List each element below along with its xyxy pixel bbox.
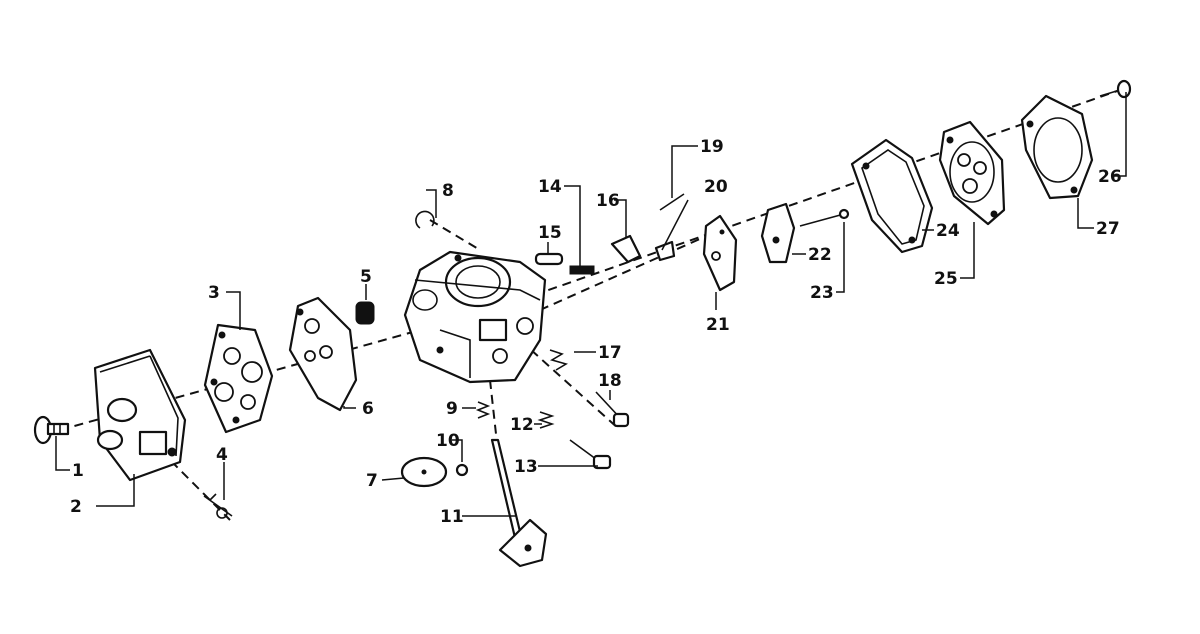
callout-17: 17	[598, 343, 622, 363]
part-9-spring	[475, 401, 491, 419]
callout-19: 19	[700, 137, 724, 157]
callout-12: 12	[510, 415, 534, 435]
callout-24: 24	[936, 221, 960, 241]
part-26-screw	[1099, 79, 1132, 99]
part-17-spring	[549, 349, 568, 371]
callout-2: 2	[70, 497, 82, 517]
callout-23: 23	[810, 283, 834, 303]
part-10-screw	[455, 463, 469, 477]
callout-1: 1	[72, 461, 84, 481]
part-5-screen	[355, 301, 375, 325]
part-23-shaft	[799, 208, 850, 227]
part-15-pin	[534, 252, 564, 266]
part-19-pin	[659, 193, 685, 211]
carburetor-body	[403, 250, 547, 384]
part-4-screw	[203, 493, 233, 519]
callout-16: 16	[596, 191, 620, 211]
part-25-diaphragm	[938, 120, 1006, 226]
part-24-gasket	[850, 138, 934, 254]
part-13-needle	[569, 439, 612, 470]
leader-lines	[55, 92, 1127, 517]
part-16-lever	[610, 234, 642, 264]
callout-15: 15	[538, 223, 562, 243]
callout-27: 27	[1096, 219, 1120, 239]
part-12-spring	[537, 411, 555, 429]
callout-14: 14	[538, 177, 562, 197]
callout-21: 21	[706, 315, 730, 335]
callout-10: 10	[436, 431, 460, 451]
part-2-pump-cover	[93, 348, 187, 482]
callout-9: 9	[446, 399, 458, 419]
callout-8: 8	[442, 181, 454, 201]
callout-labels: 1 2 3 4 5 6 7 8 9 10 11 12 13 14 15 16 1…	[70, 137, 1122, 527]
callout-25: 25	[934, 269, 958, 289]
callout-4: 4	[216, 445, 228, 465]
callout-7: 7	[366, 471, 378, 491]
part-21-lever	[702, 214, 738, 292]
part-3-gasket	[203, 323, 274, 434]
part-6-diaphragm	[288, 296, 358, 412]
callout-6: 6	[362, 399, 374, 419]
part-14-spring	[569, 265, 595, 275]
part-8-clip	[415, 210, 435, 229]
callout-22: 22	[808, 245, 832, 265]
callout-13: 13	[514, 457, 538, 477]
part-1-screw	[33, 415, 70, 445]
part-7-disc	[400, 456, 448, 488]
callout-26: 26	[1098, 167, 1122, 187]
callout-20: 20	[704, 177, 728, 197]
callout-5: 5	[360, 267, 372, 287]
callout-18: 18	[598, 371, 622, 391]
part-22-lever	[760, 202, 796, 264]
part-18-needle	[595, 391, 630, 428]
part-20-lever	[654, 240, 676, 262]
callout-11: 11	[440, 507, 464, 527]
part-27-cover	[1020, 94, 1094, 200]
callout-3: 3	[208, 283, 220, 303]
